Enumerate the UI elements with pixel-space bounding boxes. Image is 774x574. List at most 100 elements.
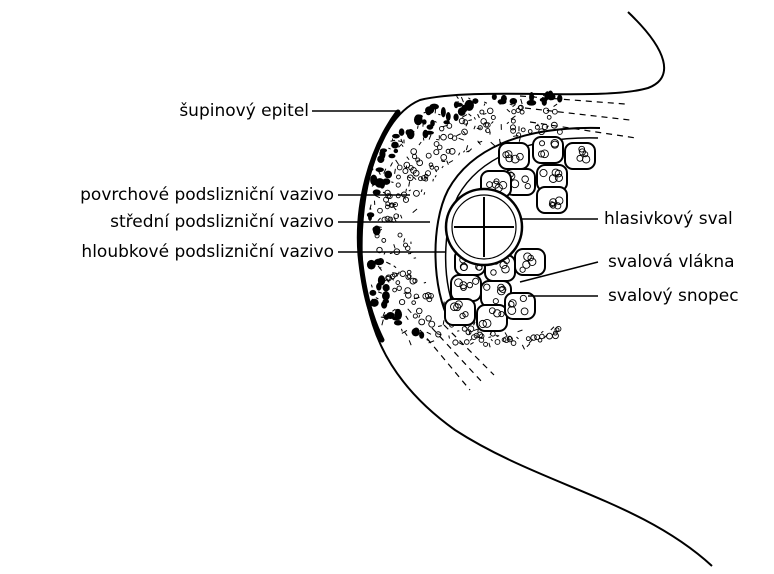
dark-cell (542, 99, 547, 106)
tissue-stroke (474, 126, 475, 129)
tissue-stroke (463, 131, 465, 134)
light-cell (511, 341, 516, 346)
tissue-stroke (468, 120, 472, 121)
bundle-outline (515, 249, 545, 275)
tissue-stroke (491, 339, 493, 341)
tissue-stroke (443, 320, 444, 324)
tissue-stroke (419, 142, 421, 145)
tissue-stroke (551, 327, 554, 330)
tissue-stroke (457, 96, 459, 98)
tissue-stroke (382, 320, 383, 326)
light-cell (434, 150, 439, 155)
light-cell (453, 340, 458, 345)
light-cell (378, 208, 383, 213)
tissue-stroke (491, 121, 493, 123)
muscle-bundle (533, 137, 563, 163)
tissue-stroke (406, 189, 407, 192)
tissue-stroke (408, 177, 411, 179)
tissue-stroke (469, 114, 472, 116)
light-cell (441, 134, 447, 140)
muscle-bundle (537, 187, 567, 213)
dark-cell (391, 142, 399, 149)
light-cell (435, 166, 439, 170)
tissue-stroke (505, 332, 507, 336)
dark-cell (386, 312, 394, 319)
light-cell (510, 125, 515, 130)
tissue-stroke (519, 138, 520, 142)
light-cell (413, 314, 417, 318)
light-cell (520, 110, 524, 114)
tissue-stroke (376, 298, 379, 299)
tissue-stroke (449, 160, 453, 162)
tissue-stroke (433, 179, 434, 181)
light-cell (399, 299, 404, 304)
muscle-bundle (477, 305, 507, 331)
tissue-stroke (474, 117, 475, 119)
light-cell (407, 270, 411, 274)
light-cell (403, 197, 408, 202)
tissue-stroke (435, 121, 437, 122)
tissue-stroke (406, 316, 408, 320)
light-cell (528, 130, 532, 134)
label-hlasivkovy-sval: hlasivkový sval (604, 209, 733, 229)
tissue-stroke (438, 326, 442, 327)
light-cell (526, 337, 530, 341)
light-cell (398, 233, 402, 237)
dark-cell (395, 309, 400, 313)
dark-cell (545, 91, 551, 100)
dark-cell (413, 328, 419, 333)
light-cell (382, 238, 386, 242)
tissue-stroke (398, 144, 401, 147)
dark-cell (381, 301, 387, 309)
tissue-stroke (470, 339, 472, 341)
label-hloubkove-podslizicni-vazivo: hloubkové podslizniční vazivo (81, 242, 334, 262)
dark-cell (415, 114, 422, 118)
dark-cell (382, 178, 390, 184)
tissue-stroke (407, 157, 409, 160)
tissue-stroke (424, 282, 426, 283)
tissue-stroke (466, 145, 467, 150)
dark-cell (557, 95, 562, 103)
muscle-bundle (565, 143, 595, 169)
dark-cell (388, 154, 395, 159)
tissue-stroke (507, 109, 510, 112)
dark-cell (427, 124, 434, 129)
dark-cell (510, 98, 517, 104)
tissue-stroke (522, 345, 524, 350)
light-cell (484, 342, 488, 346)
light-cell (511, 119, 515, 123)
tissue-stroke (413, 209, 417, 213)
label-stredni-podslizicni-vazivo: střední podslizniční vazivo (110, 212, 334, 232)
tissue-stroke (386, 262, 390, 264)
light-cell (462, 327, 467, 332)
dark-cell (370, 299, 379, 307)
light-cell (396, 281, 400, 285)
light-cell (462, 129, 468, 135)
tissue-stroke (541, 331, 543, 333)
tissue-stroke (401, 329, 402, 332)
dark-cell (422, 119, 427, 124)
light-cell (396, 183, 400, 187)
tissue-stroke (521, 99, 522, 104)
muscle-bundle (451, 275, 481, 301)
tissue-stroke (391, 182, 393, 183)
tissue-stroke (397, 272, 400, 277)
tissue-stroke (518, 330, 523, 332)
tissue-stroke (398, 141, 402, 142)
light-cell (463, 120, 467, 124)
light-cell (397, 286, 401, 290)
tissue-stroke (442, 166, 443, 168)
dark-cell (367, 212, 374, 217)
tissue-stroke (438, 114, 440, 115)
light-cell (416, 308, 422, 314)
light-cell (552, 109, 557, 114)
tissue-stroke (489, 343, 490, 347)
light-cell (487, 108, 493, 114)
tissue-stroke (484, 102, 487, 103)
tissue-stroke (435, 107, 436, 113)
dark-cell (369, 290, 376, 296)
tissue-stroke (396, 160, 399, 165)
light-cell (411, 149, 417, 155)
dark-cell (367, 260, 376, 270)
